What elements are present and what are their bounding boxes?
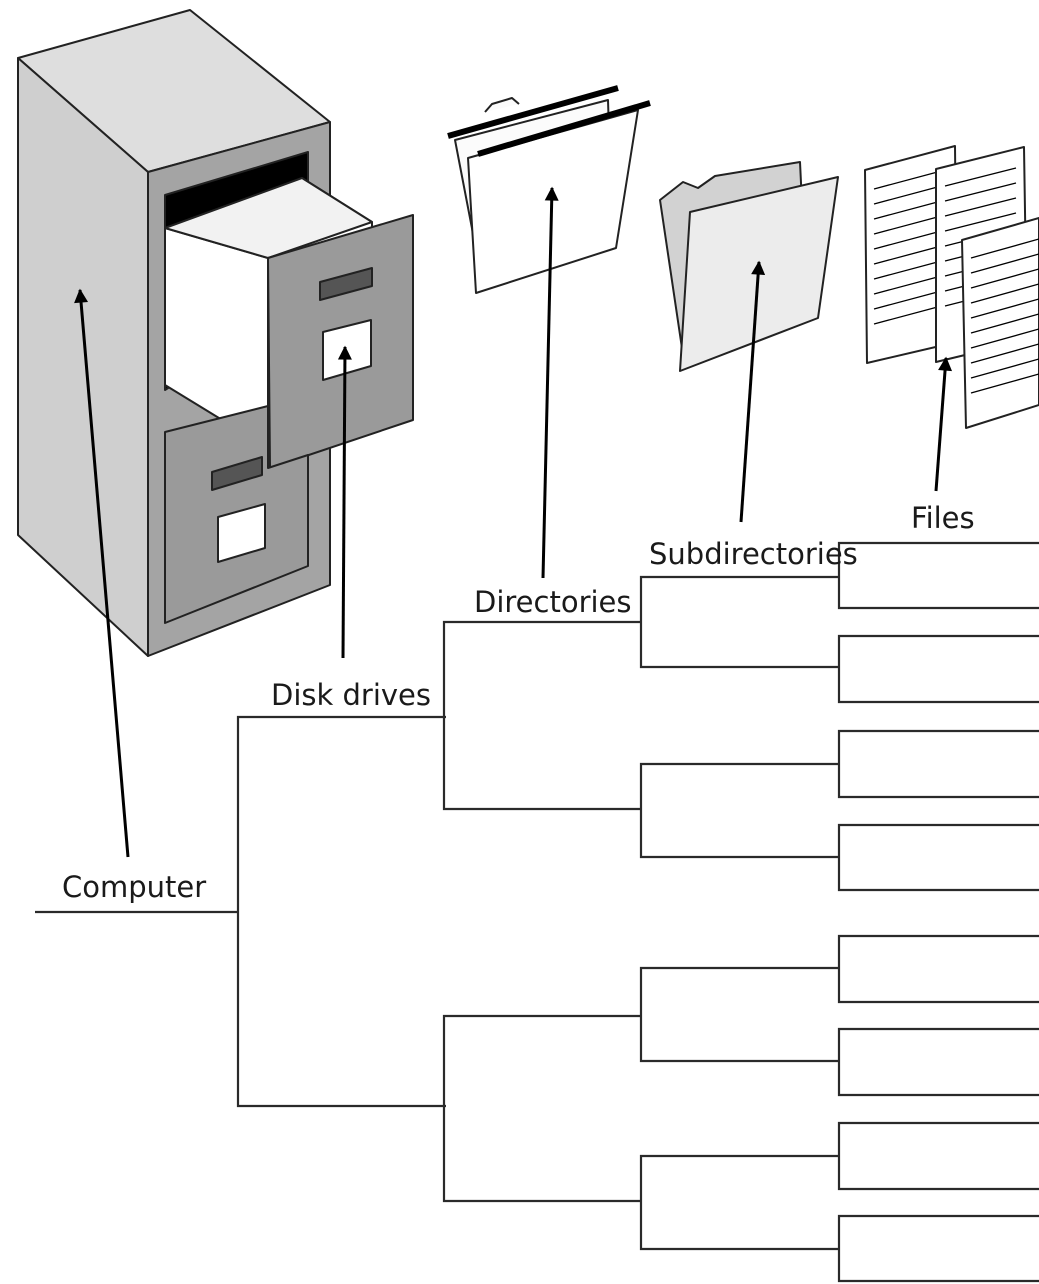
hanging-rod-back [447,85,619,139]
label-subdirectories: Subdirectories [649,537,858,571]
tree-subdir-2-bracket [837,634,1039,704]
hanging-folder-tab [484,97,520,113]
drawer-floor [164,177,373,259]
tree-drive-1-bracket [442,620,642,811]
tree-lines [35,541,1039,1283]
tree-subdir-7-bracket [837,1121,1039,1191]
arrow-subdirectories [739,260,766,523]
lower-drawer-handle [211,456,263,491]
arrow-files [934,356,953,492]
label-disk-drives: Disk drives [271,678,431,712]
document-page-3 [961,217,1039,429]
hanging-folders-icon [447,85,651,294]
drawer-handle [319,267,373,301]
file-cabinet-icon [17,9,414,657]
tree-subdir-6-bracket [837,1027,1039,1097]
arrow-disk-drives [337,345,352,659]
tree-dir-1-bracket [639,575,840,669]
tree-dir-2-bracket [639,762,840,859]
tree-dir-3-bracket [639,966,840,1063]
tree-subdir-5-bracket [837,934,1039,1004]
tree-subdir-1-bracket [837,541,1039,610]
tree-dir-4-bracket [639,1154,840,1251]
document-pages-icon [864,145,1039,429]
hanging-rod-front [477,100,651,157]
manila-folder-icon [659,161,839,372]
tree-subdir-4-bracket [837,823,1039,892]
label-files: Files [911,501,975,535]
tree-subdir-8-bracket [837,1214,1039,1283]
tree-computer-bracket [236,715,446,1108]
label-directories: Directories [474,585,632,619]
arrow-computer [74,288,130,858]
pointer-arrows [74,186,953,858]
tree-subdir-3-bracket [837,729,1039,799]
label-computer: Computer [62,870,206,904]
lower-drawer-label [217,503,266,563]
tree-drive-2-bracket [442,1014,642,1203]
arrow-directories [541,186,559,579]
